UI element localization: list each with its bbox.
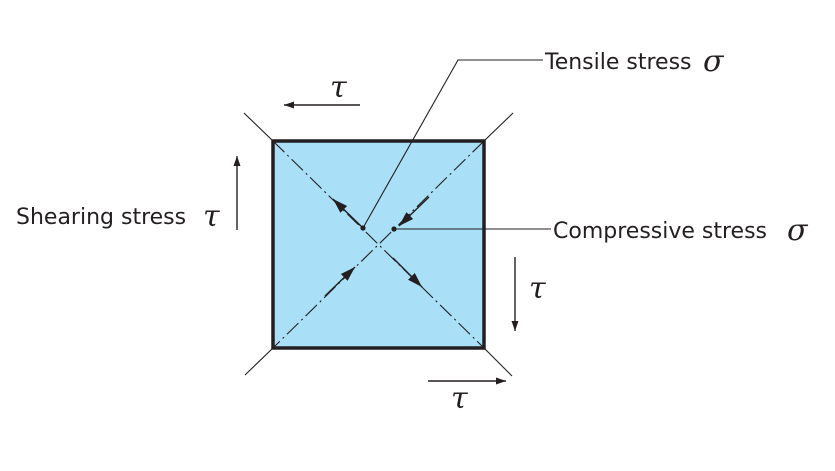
tau-symbol-top: τ <box>330 70 347 105</box>
compressive-sigma-symbol: σ <box>787 213 809 248</box>
tau-symbol-right: τ <box>529 271 546 306</box>
tensile-stress-label: Tensile stress <box>544 50 692 75</box>
diagonal-axis-tensile <box>243 112 513 377</box>
diagonal-axis-compressive <box>244 112 514 376</box>
tau-symbol-bottom: τ <box>451 381 468 416</box>
shearing-tau-symbol: τ <box>203 199 220 234</box>
tensile-sigma-symbol: σ <box>703 44 725 79</box>
tensile-leader-line <box>362 59 543 229</box>
compressive-arrow-upper-right <box>398 196 430 227</box>
tensile-arrow-upper-left <box>332 198 364 229</box>
compressive-arrow-lower-left <box>324 266 356 297</box>
stress-element-square <box>271 139 486 350</box>
compressive-stress-label: Compressive stress <box>553 219 767 244</box>
tensile-arrow-lower-right <box>392 257 423 288</box>
shearing-stress-label: Shearing stress <box>16 205 186 230</box>
